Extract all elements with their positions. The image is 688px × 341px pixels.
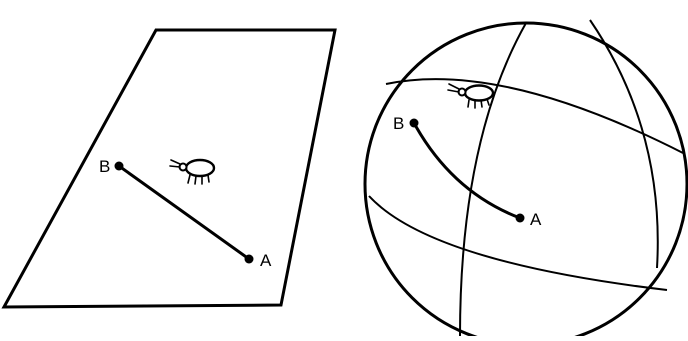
flat-plane-panel: B A [4,30,335,307]
sphere-point-a [516,214,525,223]
sphere-panel: B A [365,20,687,336]
sphere-outline [365,23,687,336]
flat-plane [4,30,335,307]
sphere-label-a: A [530,210,542,229]
sphere-label-b: B [393,114,404,133]
plane-point-b [115,162,124,171]
plane-beetle-icon [170,160,214,184]
sphere-point-b [410,119,419,128]
plane-label-b: B [99,157,110,176]
sphere-beetle-icon [448,84,493,108]
sphere-latitude-lower [369,196,667,290]
plane-point-a [245,255,254,264]
plane-straight-path [119,166,249,259]
sphere-geodesic-path [414,123,520,218]
sphere-longitude-left [460,23,526,336]
plane-label-a: A [260,251,272,270]
